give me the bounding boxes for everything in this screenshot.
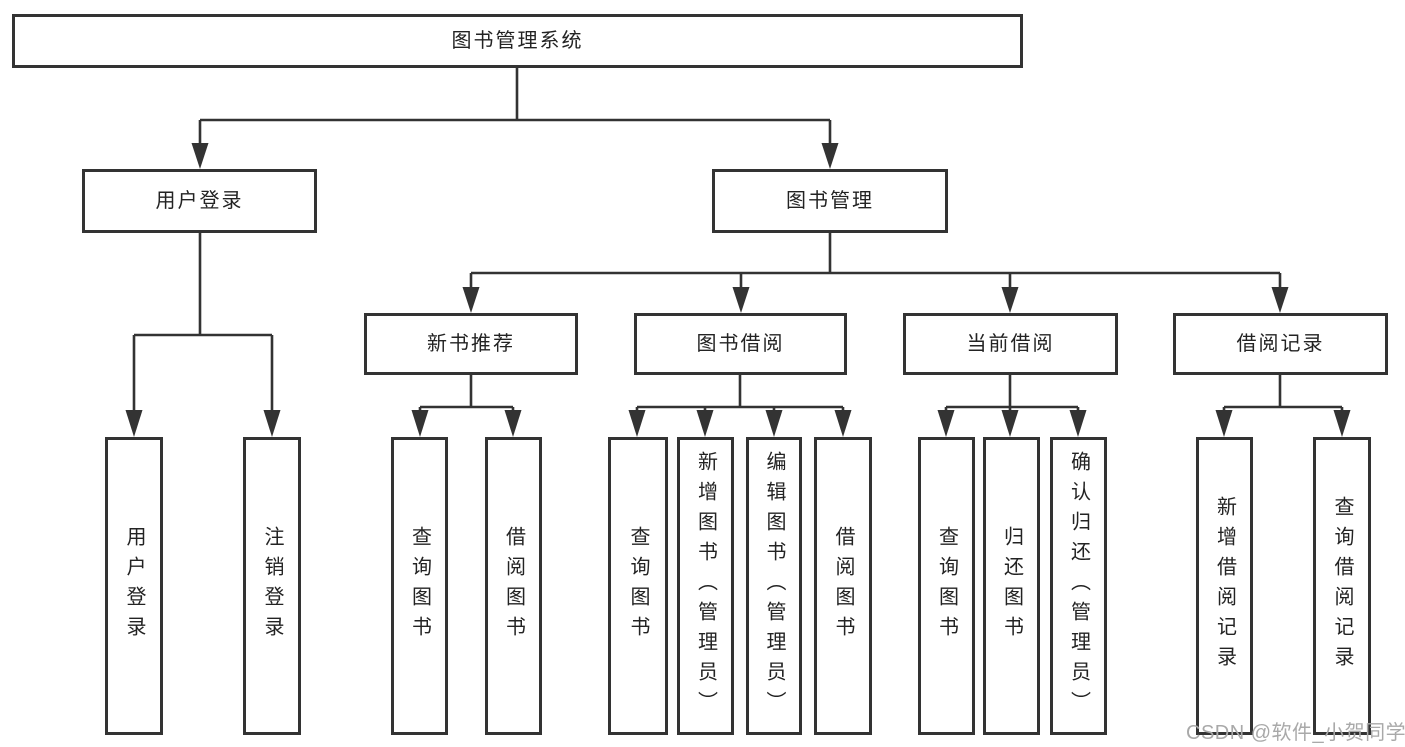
node-leaf-edit-books-admin: 编辑图书（管理员） [746,437,802,735]
node-leaf-user-login: 用户登录 [105,437,163,735]
watermark: CSDN @软件_小贺同学 [1186,722,1405,744]
arrow-icon [765,410,783,437]
connector-user-login-children [132,233,274,430]
node-leaf-logout: 注销登录 [243,437,301,735]
connector-book-mgmt-children [469,233,1282,306]
node-leaf-add-books-admin: 新增图书（管理员） [677,437,734,735]
arrow-icon [411,410,429,437]
arrow-icon [937,410,955,437]
node-borrowing-records: 借阅记录 [1173,313,1388,375]
node-root-system: 图书管理系统 [12,14,1023,68]
node-user-login: 用户登录 [82,169,317,233]
connector-book-borrowing-children [635,375,845,430]
arrow-icon [1333,410,1351,437]
arrow-icon [191,143,209,169]
node-leaf-query-borrowing-record: 查询借阅记录 [1313,437,1371,735]
node-leaf-borrow-books-borrowing: 借阅图书 [814,437,872,735]
arrow-icon [834,410,852,437]
arrow-icon [696,410,714,437]
arrow-icon [1001,410,1019,437]
connector-borrowing-records-children [1222,375,1344,430]
node-current-borrowing: 当前借阅 [903,313,1118,375]
connector-new-book-children [418,375,515,430]
node-book-borrowing: 图书借阅 [634,313,847,375]
arrow-icon [263,410,281,437]
node-leaf-query-books-recommend: 查询图书 [391,437,448,735]
node-leaf-query-books-borrowing: 查询图书 [608,437,668,735]
node-book-management: 图书管理 [712,169,948,233]
arrow-icon [1069,410,1087,437]
arrow-icon [504,410,522,437]
arrow-icon [1215,410,1233,437]
connector-current-borrowing-children [944,375,1080,430]
node-leaf-confirm-return-admin: 确认归还（管理员） [1050,437,1107,735]
arrow-icon [732,287,750,313]
node-leaf-add-borrowing-record: 新增借阅记录 [1196,437,1253,735]
connector-root-to-level1 [198,68,832,162]
arrow-icon [821,143,839,169]
arrow-icon [125,410,143,437]
node-leaf-query-books-current: 查询图书 [918,437,975,735]
arrow-icon [628,410,646,437]
arrow-icon [1001,287,1019,313]
node-leaf-return-books: 归还图书 [983,437,1040,735]
node-new-book-recommend: 新书推荐 [364,313,578,375]
arrow-icon [1271,287,1289,313]
connector-paths [132,68,1344,430]
arrow-icon [462,287,480,313]
node-leaf-borrow-books-recommend: 借阅图书 [485,437,542,735]
